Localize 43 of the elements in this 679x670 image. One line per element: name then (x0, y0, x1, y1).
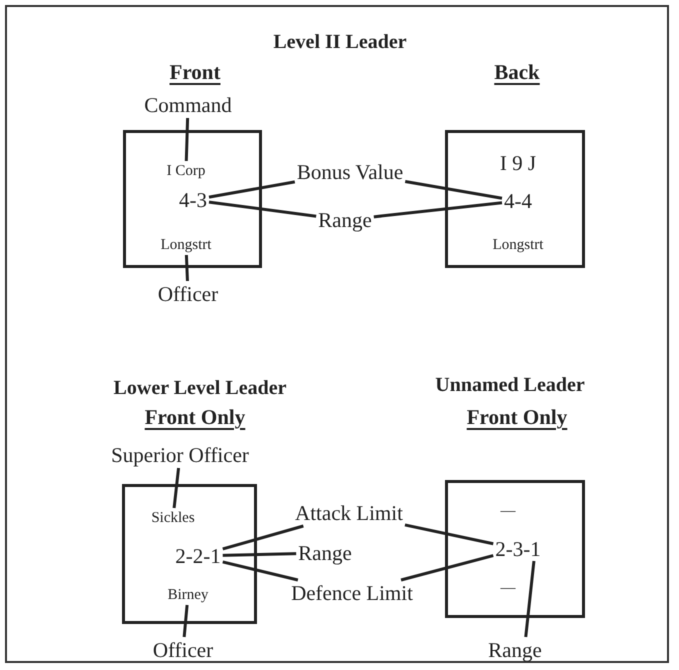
callout-label: Bonus Value (296, 160, 404, 184)
leader-line (222, 552, 296, 557)
corps-name: I Corp (166, 162, 206, 180)
dash-mark: — (500, 502, 516, 520)
superior-name: Sickles (151, 509, 195, 527)
callout-label: Defence Limit (291, 581, 413, 605)
leader-line (524, 560, 536, 638)
counter-heading: Front (170, 60, 220, 84)
rating-numbers: 2-2-1 (175, 544, 221, 568)
dash-mark: — (500, 579, 516, 597)
leader-line (184, 118, 190, 162)
callout-label: Command (144, 93, 232, 117)
counter-heading: Back (494, 60, 540, 84)
leader-line (400, 554, 494, 582)
callout-label: Officer (152, 638, 214, 662)
leader-line (208, 200, 316, 218)
leader-line (404, 523, 494, 546)
rating-numbers: 2-3-1 (495, 537, 541, 561)
rating-numbers: 4-3 (179, 188, 207, 212)
callout-label: Superior Officer (111, 443, 249, 467)
rating-numbers: 4-4 (504, 189, 532, 213)
leader-line (182, 604, 189, 638)
leader-line (184, 254, 189, 282)
callout-label: Officer (158, 282, 218, 306)
callout-label: Attack Limit (295, 501, 403, 525)
leader-line (222, 560, 298, 582)
leader-line (374, 201, 502, 218)
officer-name: Birney (168, 586, 208, 604)
leader-name: Longstrt (492, 236, 544, 254)
counter-heading: Front Only (466, 405, 568, 429)
callout-label: Range (298, 541, 352, 565)
callout-label: Range (488, 638, 542, 662)
counter-heading: Front Only (144, 405, 246, 429)
leader-name: Longstrt (160, 236, 212, 254)
counter-code: I 9 J (500, 151, 536, 175)
leader-line (172, 468, 180, 508)
section-heading: Level II Leader (273, 30, 407, 54)
section-heading: Lower Level Leader (114, 376, 286, 400)
leader-line (404, 180, 502, 200)
leader-line (208, 180, 296, 199)
callout-label: Range (318, 208, 372, 232)
section-heading: Unnamed Leader (435, 373, 585, 397)
leader-line (222, 524, 304, 550)
